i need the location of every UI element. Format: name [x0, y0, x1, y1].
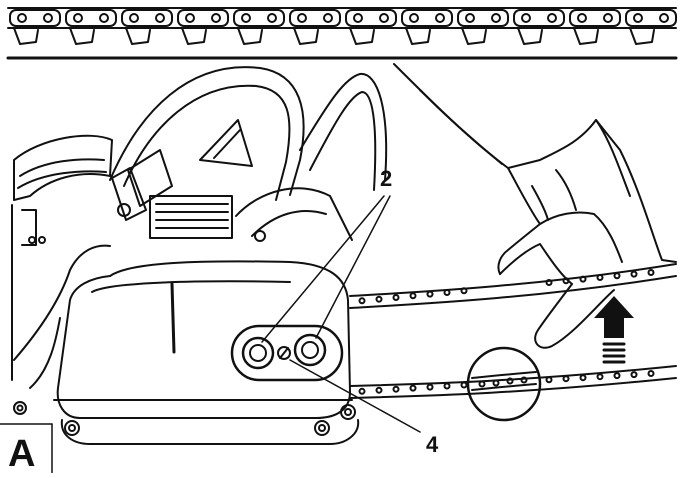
chain-rivet	[155, 13, 165, 23]
chain-cutter-tooth	[13, 27, 39, 45]
gloved-hand	[393, 63, 677, 349]
bar-chain-rivet	[545, 279, 553, 286]
chain-link	[9, 9, 61, 27]
callout-label-4: 4	[426, 432, 439, 457]
bar-chain-rivet	[375, 295, 383, 303]
chain-rivet	[547, 13, 557, 23]
bar-chain-rivet	[460, 381, 468, 389]
chain-rivet	[491, 13, 501, 23]
chain-rivet	[323, 13, 333, 23]
bar-chain-rivet	[392, 385, 400, 393]
chain-link	[121, 9, 173, 27]
chain-cutter-tooth	[405, 27, 431, 45]
chain-rivet	[465, 13, 475, 23]
bar-clamp-plate	[230, 324, 344, 382]
chain-rivet	[633, 13, 643, 23]
chain-rivet	[185, 13, 195, 23]
chain-rivet	[521, 13, 531, 23]
chain-rivet	[409, 13, 419, 23]
chain-links	[9, 9, 677, 45]
chain-link	[233, 9, 285, 27]
chain-link	[569, 9, 621, 27]
guide-bar	[349, 263, 677, 399]
bar-chain-rivet	[545, 376, 553, 384]
bar-chain-rivet	[613, 272, 621, 280]
chainsaw-body	[11, 66, 388, 445]
chain-rivet	[435, 13, 445, 23]
chain-cutter-tooth	[461, 27, 487, 45]
bar-chain-rivet	[375, 386, 383, 394]
panel-label: A	[8, 433, 35, 473]
bar-chain-rivet	[596, 373, 604, 381]
bar-chain-rivet	[426, 383, 434, 391]
chain-link	[625, 9, 677, 27]
lift-arrow-icon	[594, 296, 634, 364]
chain-link	[345, 9, 397, 27]
chain-link	[65, 9, 117, 27]
bar-chain-rivet	[358, 297, 366, 305]
chain-rivet	[267, 13, 277, 23]
chain-link	[401, 9, 453, 27]
panel-label-box: A	[0, 423, 53, 475]
chain-rivet	[73, 13, 83, 23]
chain-rivet	[211, 13, 221, 23]
chain-rivet	[99, 13, 109, 23]
chain-cutter-tooth	[629, 27, 655, 45]
chain-cutter-tooth	[293, 27, 319, 45]
callout-leaders	[261, 195, 421, 433]
bar-chain-rivet	[409, 384, 417, 392]
callout-label-2: 2	[380, 166, 392, 191]
chain-cutter-tooth	[349, 27, 375, 45]
chain-rivet	[353, 13, 363, 23]
chain-rivet	[297, 13, 307, 23]
chain-cutter-tooth	[125, 27, 151, 45]
chain-link	[177, 9, 229, 27]
bar-chain-rivet	[630, 371, 638, 379]
bar-chain-rivet	[596, 274, 604, 281]
chain-rivet	[241, 13, 251, 23]
chain-cutter-tooth	[517, 27, 543, 45]
bar-chain-rivet	[579, 374, 587, 382]
chain-link	[289, 9, 341, 27]
chain-cutter-tooth	[69, 27, 95, 45]
chain-cutter-tooth	[181, 27, 207, 45]
bar-rivets	[358, 269, 655, 395]
bar-chain-rivet	[579, 275, 587, 283]
bar-chain-rivet	[647, 269, 655, 276]
chain-cutter-tooth	[237, 27, 263, 45]
chain-link	[457, 9, 509, 27]
chain-rivet	[659, 13, 669, 23]
bar-chain-rivet	[460, 287, 468, 295]
bar-chain-rivet	[392, 294, 400, 301]
chain-rivet	[129, 13, 139, 23]
bar-chain-rivet	[409, 292, 417, 300]
chain-detail-circle	[466, 346, 542, 422]
bar-chain-rivet	[613, 372, 621, 380]
bar-chain-rivet	[562, 375, 570, 383]
chain-rivet	[603, 13, 613, 23]
chain-strip	[7, 7, 677, 45]
chain-rivet	[43, 13, 53, 23]
chain-cutter-tooth	[573, 27, 599, 45]
bar-chain-rivet	[630, 270, 638, 278]
chain-rivet	[17, 13, 27, 23]
bar-chain-rivet	[443, 382, 451, 390]
bar-chain-rivet	[426, 290, 434, 298]
chain-link	[513, 9, 565, 27]
chain-rivet	[577, 13, 587, 23]
bar-chain-rivet	[647, 370, 655, 377]
bar-chain-rivet	[443, 289, 451, 296]
bar-chain-rivet	[358, 387, 366, 395]
chain-rivet	[379, 13, 389, 23]
